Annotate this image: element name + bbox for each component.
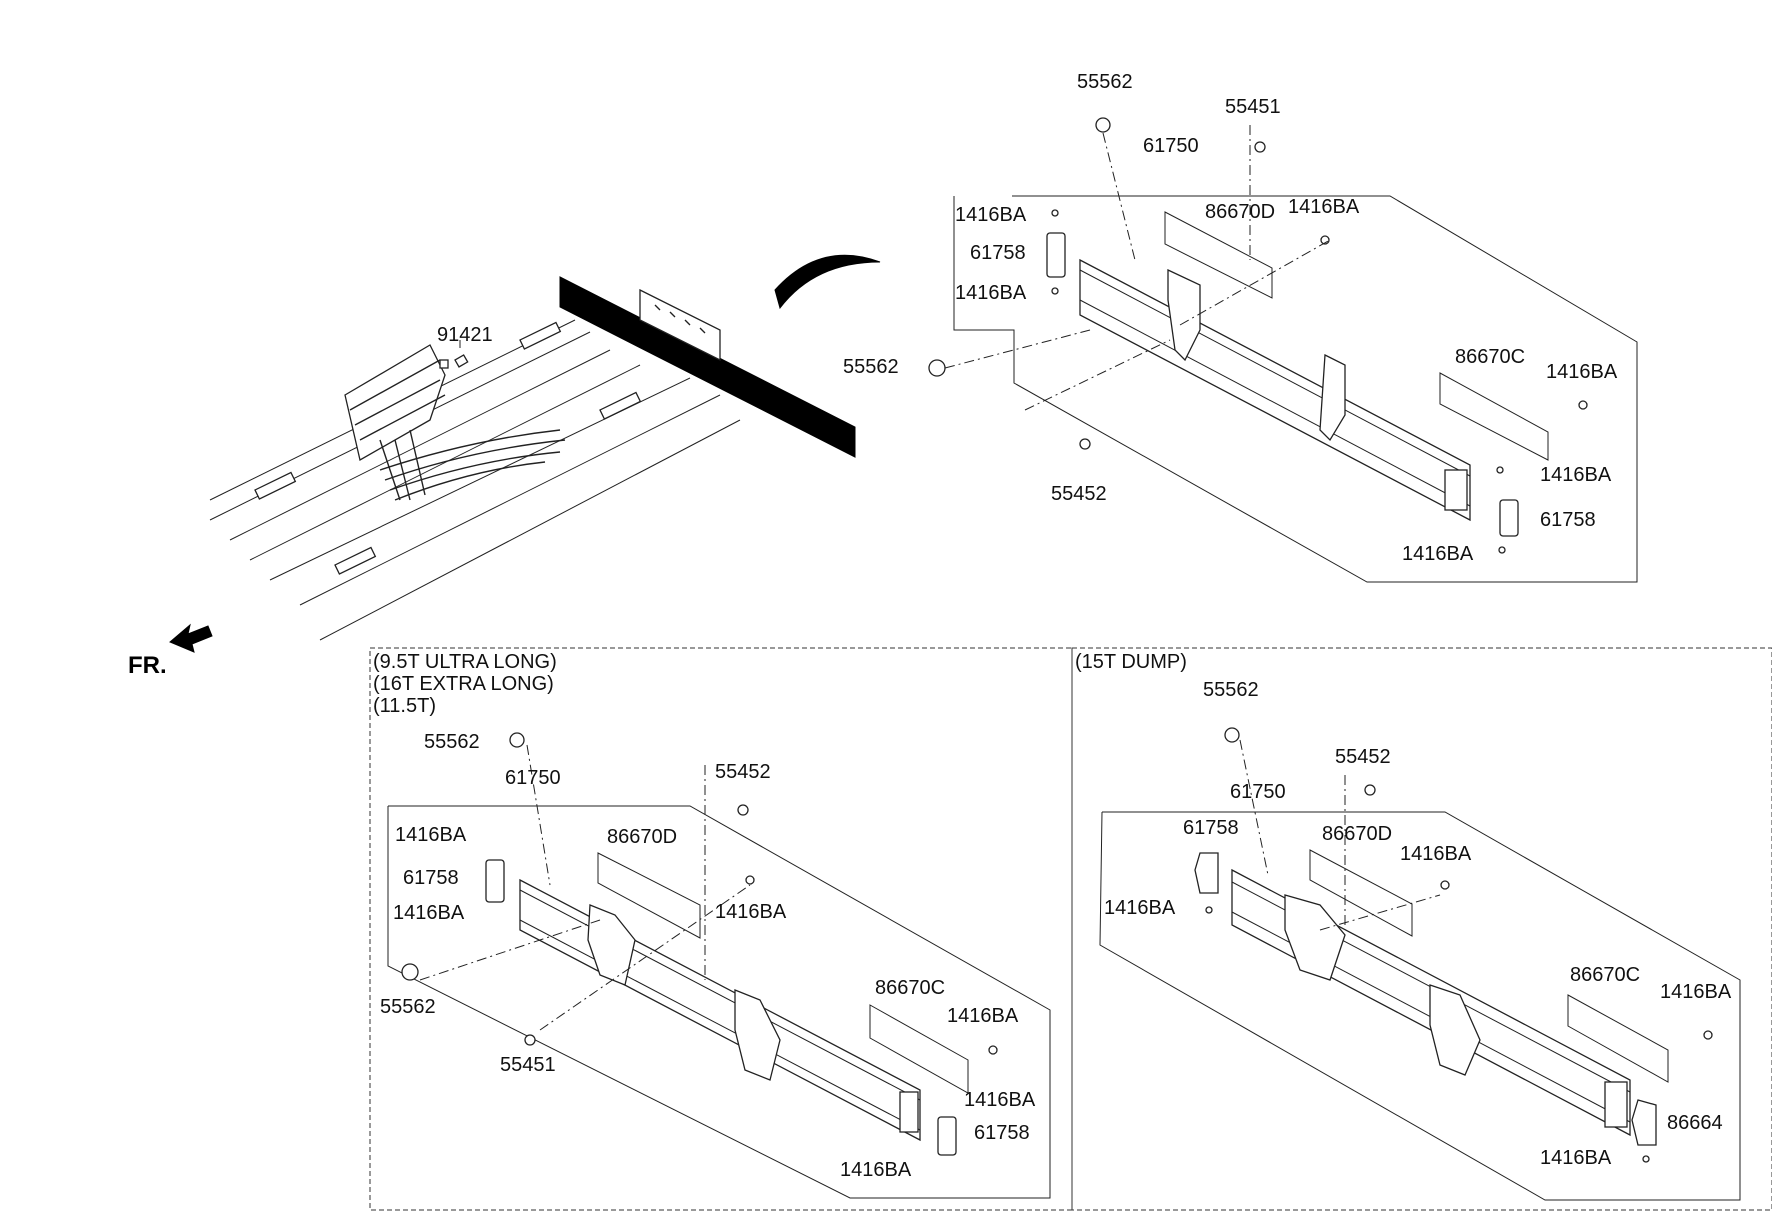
part-label-1416ba: 1416BA [1540,1147,1612,1169]
part-label-86670c: 86670C [1570,964,1641,986]
part-label-61758: 61758 [403,867,459,889]
part-label-55562: 55562 [843,356,899,378]
part-label-1416ba: 1416BA [395,824,467,846]
part-label-61750: 61750 [505,767,561,789]
part-label-91421: 91421 [437,324,493,346]
part-label-1416ba: 1416BA [1546,361,1618,383]
part-label-61758: 61758 [1183,817,1239,839]
variant-note: (16T EXTRA LONG) [373,673,554,695]
variant-a-assembly [387,732,1051,1199]
part-label-61750: 61750 [1230,781,1286,803]
part-label-86664: 86664 [1667,1112,1723,1134]
part-label-61758: 61758 [970,242,1026,264]
chassis-overview [209,254,881,641]
variant-b-assembly [1099,727,1741,1201]
part-label-1416ba: 1416BA [1400,843,1472,865]
part-label-55451: 55451 [1225,96,1281,118]
part-label-1416ba: 1416BA [393,902,465,924]
variant-b-box [1071,647,1772,1211]
part-label-1416ba: 1416BA [1540,464,1612,486]
part-label-86670c: 86670C [1455,346,1526,368]
part-label-55562: 55562 [380,996,436,1018]
variant-note: (9.5T ULTRA LONG) [373,651,557,673]
part-label-1416ba: 1416BA [1402,543,1474,565]
part-label-55452: 55452 [715,761,771,783]
part-label-55452: 55452 [1051,483,1107,505]
part-label-61758: 61758 [1540,509,1596,531]
part-label-55562: 55562 [424,731,480,753]
part-label-55562: 55562 [1077,71,1133,93]
front-marker-label: FR. [128,652,167,679]
part-label-55451: 55451 [500,1054,556,1076]
part-label-1416ba: 1416BA [955,282,1027,304]
part-label-55562: 55562 [1203,679,1259,701]
part-label-1416ba: 1416BA [715,901,787,923]
part-label-1416ba: 1416BA [840,1159,912,1181]
part-label-1416ba: 1416BA [955,204,1027,226]
variant-note: (11.5T) [373,695,436,717]
part-label-86670d: 86670D [607,826,678,848]
part-label-86670d: 86670D [1205,201,1276,223]
part-label-1416ba: 1416BA [1660,981,1732,1003]
part-label-61758: 61758 [974,1122,1030,1144]
part-label-1416ba: 1416BA [1104,897,1176,919]
part-label-55452: 55452 [1335,746,1391,768]
part-label-1416ba: 1416BA [947,1005,1019,1027]
part-label-61750: 61750 [1143,135,1199,157]
part-label-86670c: 86670C [875,977,946,999]
part-label-1416ba: 1416BA [964,1089,1036,1111]
top-assembly [928,117,1638,583]
part-label-86670d: 86670D [1322,823,1393,845]
front-arrow-icon [169,623,213,653]
variant-note: (15T DUMP) [1075,651,1187,673]
part-label-1416ba: 1416BA [1288,196,1360,218]
